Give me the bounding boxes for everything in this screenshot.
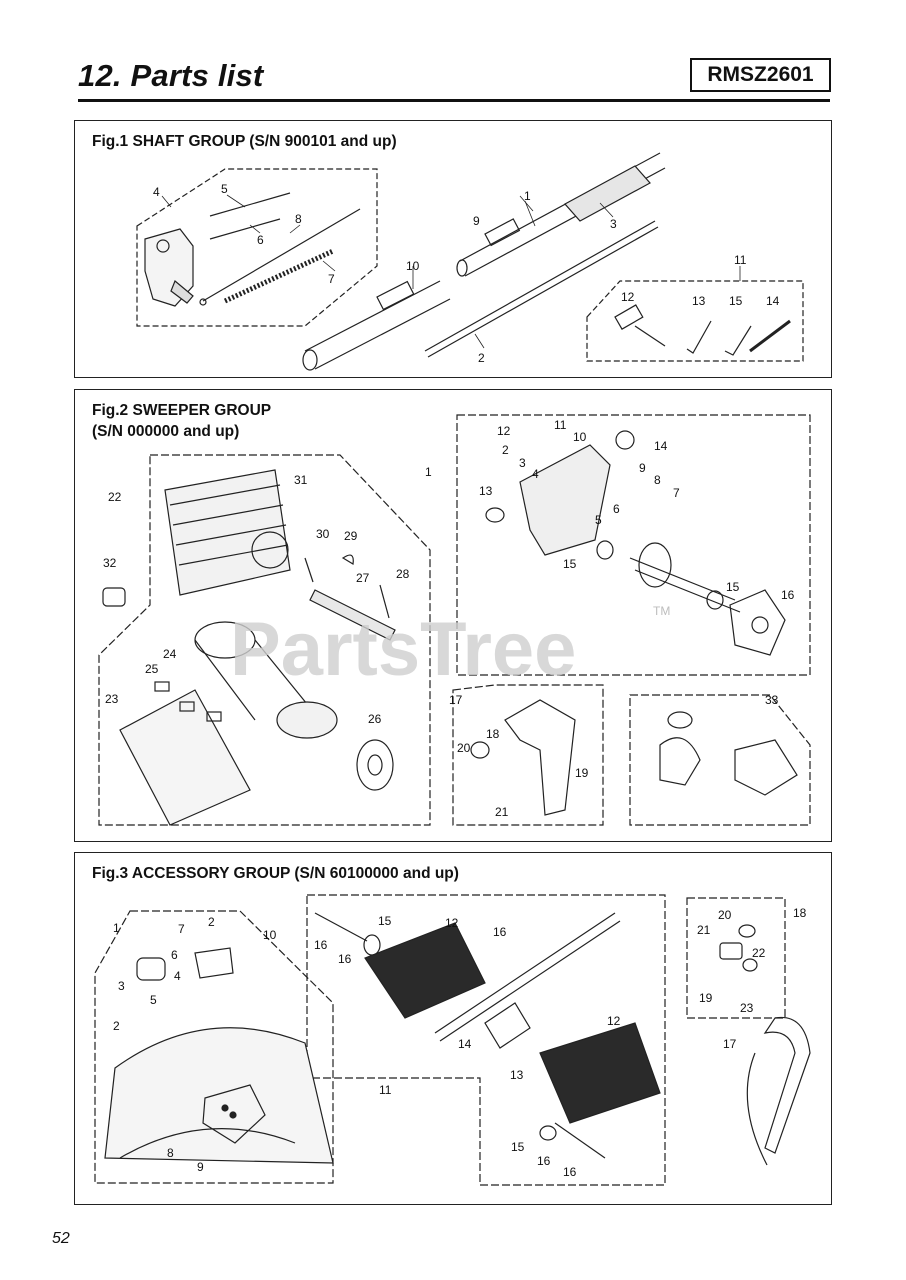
callout-14: 14 [458, 1037, 472, 1051]
callout-14: 14 [654, 439, 668, 453]
callout-26: 26 [368, 712, 382, 726]
callout-11: 11 [379, 1083, 392, 1097]
callout-2: 2 [478, 351, 485, 365]
callout-12: 12 [621, 290, 635, 304]
title-divider [78, 99, 830, 102]
figure-title: Fig.2 SWEEPER GROUP (S/N 000000 and up) [92, 400, 271, 442]
callout-10: 10 [263, 928, 277, 942]
callout-3: 3 [519, 456, 526, 470]
callout-2a: 2 [208, 915, 215, 929]
callout-15a: 15 [378, 914, 392, 928]
figure-title: Fig.3 ACCESSORY GROUP (S/N 60100000 and … [92, 865, 459, 882]
callout-8: 8 [295, 212, 302, 226]
callout-8: 8 [654, 473, 661, 487]
callout-6: 6 [613, 502, 620, 516]
callout-11: 11 [734, 253, 747, 267]
callout-10: 10 [573, 430, 587, 444]
callout-3: 3 [118, 979, 125, 993]
callout-5: 5 [221, 182, 228, 196]
callout-11: 11 [554, 418, 567, 432]
model-number-badge: RMSZ2601 [690, 58, 831, 92]
callout-18: 18 [793, 906, 807, 920]
callout-23: 23 [105, 692, 119, 706]
callout-3: 3 [610, 217, 617, 231]
callout-7: 7 [178, 922, 185, 936]
figure-shaft-group: Fig.1 SHAFT GROUP (S/N 900101 and up) [74, 120, 832, 378]
partstree-watermark: PartsTree [230, 607, 576, 692]
callout-15a: 15 [563, 557, 577, 571]
callout-16d: 16 [537, 1154, 551, 1168]
callout-4: 4 [174, 969, 181, 983]
callout-4: 4 [153, 185, 160, 199]
callout-2b: 2 [113, 1019, 120, 1033]
callout-31: 31 [294, 473, 308, 487]
callout-18: 18 [486, 727, 500, 741]
callout-32: 32 [103, 556, 117, 570]
callout-16e: 16 [563, 1165, 577, 1179]
callout-16b: 16 [338, 952, 352, 966]
callout-9: 9 [197, 1160, 204, 1174]
callout-27: 27 [356, 571, 370, 585]
callout-16a: 16 [314, 938, 328, 952]
callout-15: 15 [729, 294, 743, 308]
callout-22: 22 [752, 946, 766, 960]
callout-21: 21 [495, 805, 509, 819]
callout-23: 23 [740, 1001, 754, 1015]
callout-7: 7 [328, 272, 335, 286]
callout-9: 9 [473, 214, 480, 228]
callout-21: 21 [697, 923, 711, 937]
callout-4: 4 [532, 467, 539, 481]
callout-5: 5 [595, 513, 602, 527]
callout-19: 19 [575, 766, 589, 780]
figure-title: Fig.1 SHAFT GROUP (S/N 900101 and up) [92, 133, 397, 150]
callout-5: 5 [150, 993, 157, 1007]
callout-1: 1 [425, 465, 432, 479]
page-title: 12. Parts list [78, 58, 264, 93]
callout-16c: 16 [493, 925, 507, 939]
callout-28: 28 [396, 567, 410, 581]
figure-sweeper-group: Fig.2 SWEEPER GROUP (S/N 000000 and up) [74, 389, 832, 842]
callout-20: 20 [718, 908, 732, 922]
page-number: 52 [52, 1230, 70, 1247]
callout-13: 13 [692, 294, 706, 308]
callout-1: 1 [524, 189, 531, 203]
callout-1: 1 [113, 921, 120, 935]
callout-2: 2 [502, 443, 509, 457]
callout-8: 8 [167, 1146, 174, 1160]
callout-9: 9 [639, 461, 646, 475]
callout-14: 14 [766, 294, 780, 308]
callout-25: 25 [145, 662, 159, 676]
callout-13: 13 [479, 484, 493, 498]
callout-12b: 12 [607, 1014, 621, 1028]
callout-12a: 12 [445, 916, 459, 930]
callout-22: 22 [108, 490, 122, 504]
callout-24: 24 [163, 647, 177, 661]
figure-title-line1: Fig.2 SWEEPER GROUP [92, 402, 272, 419]
callout-15b: 15 [511, 1140, 525, 1154]
sweeper-group-diagram: PartsTree TM 1 2 3 4 5 6 7 8 9 10 11 12 … [98, 414, 811, 826]
callout-10: 10 [406, 259, 420, 273]
callout-19: 19 [699, 991, 713, 1005]
figure-title-line2: (S/N 000000 and up) [92, 423, 240, 440]
accessory-group-diagram: 1 2 2 3 4 5 6 7 8 9 10 11 12 12 13 14 15… [94, 894, 811, 1186]
callout-29: 29 [344, 529, 358, 543]
figure-accessory-group: Fig.3 ACCESSORY GROUP (S/N 60100000 and … [74, 852, 832, 1205]
callout-15b: 15 [726, 580, 740, 594]
callout-33: 33 [765, 693, 779, 707]
callout-16: 16 [781, 588, 795, 602]
callout-13: 13 [510, 1068, 524, 1082]
callout-30: 30 [316, 527, 330, 541]
callout-20: 20 [457, 741, 471, 755]
callout-6: 6 [171, 948, 178, 962]
callout-17: 17 [449, 693, 463, 707]
shaft-group-diagram: 1 2 3 4 5 6 7 8 9 10 11 12 13 15 14 [136, 152, 804, 371]
callout-17: 17 [723, 1037, 737, 1051]
callout-12: 12 [497, 424, 511, 438]
callout-6: 6 [257, 233, 264, 247]
watermark-tm: TM [653, 604, 670, 618]
callout-7: 7 [673, 486, 680, 500]
